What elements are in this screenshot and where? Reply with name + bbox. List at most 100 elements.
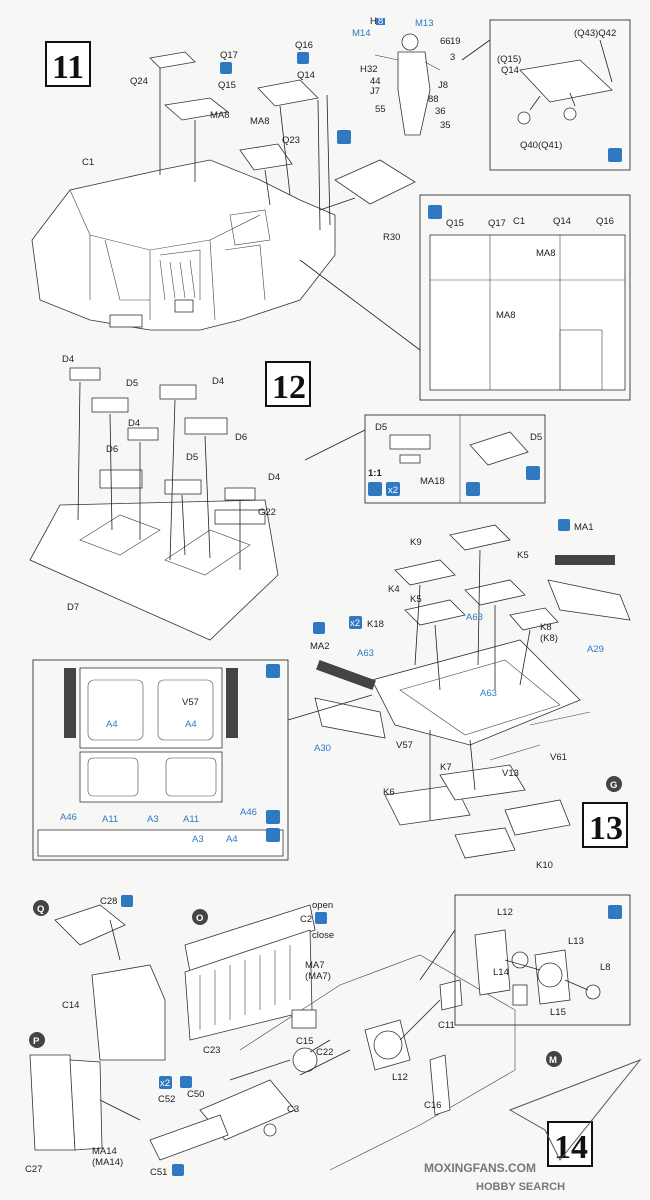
label-det-a3: A3	[147, 814, 159, 825]
label-d5c: D5	[375, 422, 387, 433]
step-11-box	[45, 41, 91, 87]
label-d4b: D4	[212, 376, 224, 387]
label-det-a3b: A3	[192, 834, 204, 845]
label-q40q41: Q40(Q41)	[520, 140, 562, 151]
label-ma8: MA8	[210, 110, 230, 121]
label-ma18: MA18	[420, 476, 445, 487]
label-r30: R30	[383, 232, 400, 243]
label-q14-detail: Q14	[501, 65, 519, 76]
label-d-q14: Q14	[553, 216, 571, 227]
letter-q: Q	[37, 904, 44, 915]
brush-icon	[266, 810, 280, 824]
detail-box-q14	[489, 19, 631, 171]
step-14: 14 Q O P M C28 C14 C2 open close MA7 (MA…	[25, 894, 642, 1178]
label-v13: V13	[502, 768, 519, 779]
watermark-site: MOXINGFANS.COM	[424, 1161, 536, 1175]
repeat-x2-icon	[386, 482, 400, 496]
detail-box-roof	[419, 194, 631, 401]
label-q24: Q24	[130, 76, 148, 87]
label-d-l13: L13	[568, 936, 584, 947]
label-m14: M14	[352, 28, 370, 39]
label-c50: C50	[187, 1089, 204, 1100]
label-j7: J7	[370, 86, 380, 97]
label-a63c: A63	[480, 688, 497, 699]
label-ma14: MA14	[92, 1146, 117, 1157]
step-14-number: 14	[554, 1129, 588, 1166]
part-c28	[54, 904, 126, 946]
label-m13: M13	[415, 18, 433, 29]
label-x2b: x2	[350, 618, 360, 629]
grille-ma2	[316, 660, 376, 690]
paint-drop-icon	[558, 519, 570, 531]
svg-text:88: 88	[428, 94, 439, 105]
label-d5a: D5	[126, 378, 138, 389]
label-det-a4c: A4	[226, 834, 238, 845]
label-d6a: D6	[106, 444, 118, 455]
label-ma14b: (MA14)	[92, 1157, 123, 1168]
label-d4a: D4	[62, 354, 74, 365]
label-x2c: x2	[160, 1078, 170, 1089]
step-13: 13 G K9 K5 K4 K5 MA1 x2 K18	[32, 519, 631, 871]
label-l12: L12	[392, 1072, 408, 1083]
label-v61: V61	[550, 752, 567, 763]
label-a63b: A63	[357, 648, 374, 659]
grille-ma1	[555, 555, 615, 565]
label-c15: C15	[296, 1036, 313, 1047]
label-d-l14: L14	[493, 967, 509, 978]
label-det-a4b: A4	[185, 719, 197, 730]
label-k7: K7	[440, 762, 452, 773]
brush-icon	[608, 905, 622, 919]
label-c52: C52	[158, 1094, 175, 1105]
label-c23: C23	[203, 1045, 220, 1056]
step-12-box	[265, 361, 311, 407]
label-close: close	[312, 930, 334, 941]
label-det-a46b: A46	[240, 807, 257, 818]
brush-icon	[428, 205, 442, 219]
label-det-a46a: A46	[60, 812, 77, 823]
label-d-q17: Q17	[488, 218, 506, 229]
label-d-q16: Q16	[596, 216, 614, 227]
logo-plane-icon	[508, 1058, 642, 1161]
svg-text:55: 55	[375, 104, 386, 115]
crew-figure	[374, 33, 441, 136]
label-d-l12: L12	[497, 907, 513, 918]
step-13-number: 13	[589, 810, 623, 847]
label-d-ma8: MA8	[536, 248, 556, 259]
label-d-l8: L8	[600, 962, 611, 973]
label-j8: J8	[438, 80, 448, 91]
cement-icon	[297, 52, 309, 64]
hatch-q24	[149, 51, 196, 69]
repeat-x2-icon	[349, 616, 362, 629]
label-k4: K4	[388, 584, 400, 595]
label-c27: C27	[25, 1164, 42, 1175]
detail-box-lamp	[454, 894, 631, 1026]
letter-g-badge	[606, 776, 622, 792]
label-det-a11b: A11	[183, 814, 199, 825]
label-v57: V57	[396, 740, 413, 751]
label-c3: C3	[287, 1104, 299, 1115]
svg-text:36: 36	[435, 106, 446, 117]
brush-icon	[368, 482, 382, 496]
label-ma7: MA7	[305, 960, 325, 971]
svg-text:8: 8	[378, 16, 383, 27]
label-k5b: K5	[410, 594, 422, 605]
cement-icon	[180, 1076, 192, 1088]
letter-p-badge	[29, 1032, 45, 1048]
letter-g: G	[610, 780, 617, 791]
svg-text:32: 32	[367, 64, 378, 75]
label-k10: K10	[536, 860, 553, 871]
label-c2: C2	[300, 914, 312, 925]
label-c22: C22	[316, 1047, 333, 1058]
label-q43q42: (Q43)Q42	[574, 28, 616, 39]
label-x2: x2	[388, 485, 398, 496]
letter-m-badge	[546, 1051, 562, 1067]
label-q14: Q14	[297, 70, 315, 81]
label-c51: C51	[150, 1167, 167, 1178]
letter-q-badge	[33, 900, 49, 916]
svg-text:H: H	[370, 16, 377, 27]
step-12-number: 12	[272, 369, 306, 406]
cement-icon	[337, 130, 351, 144]
cement-icon	[315, 912, 327, 924]
label-k6: K6	[383, 787, 395, 798]
